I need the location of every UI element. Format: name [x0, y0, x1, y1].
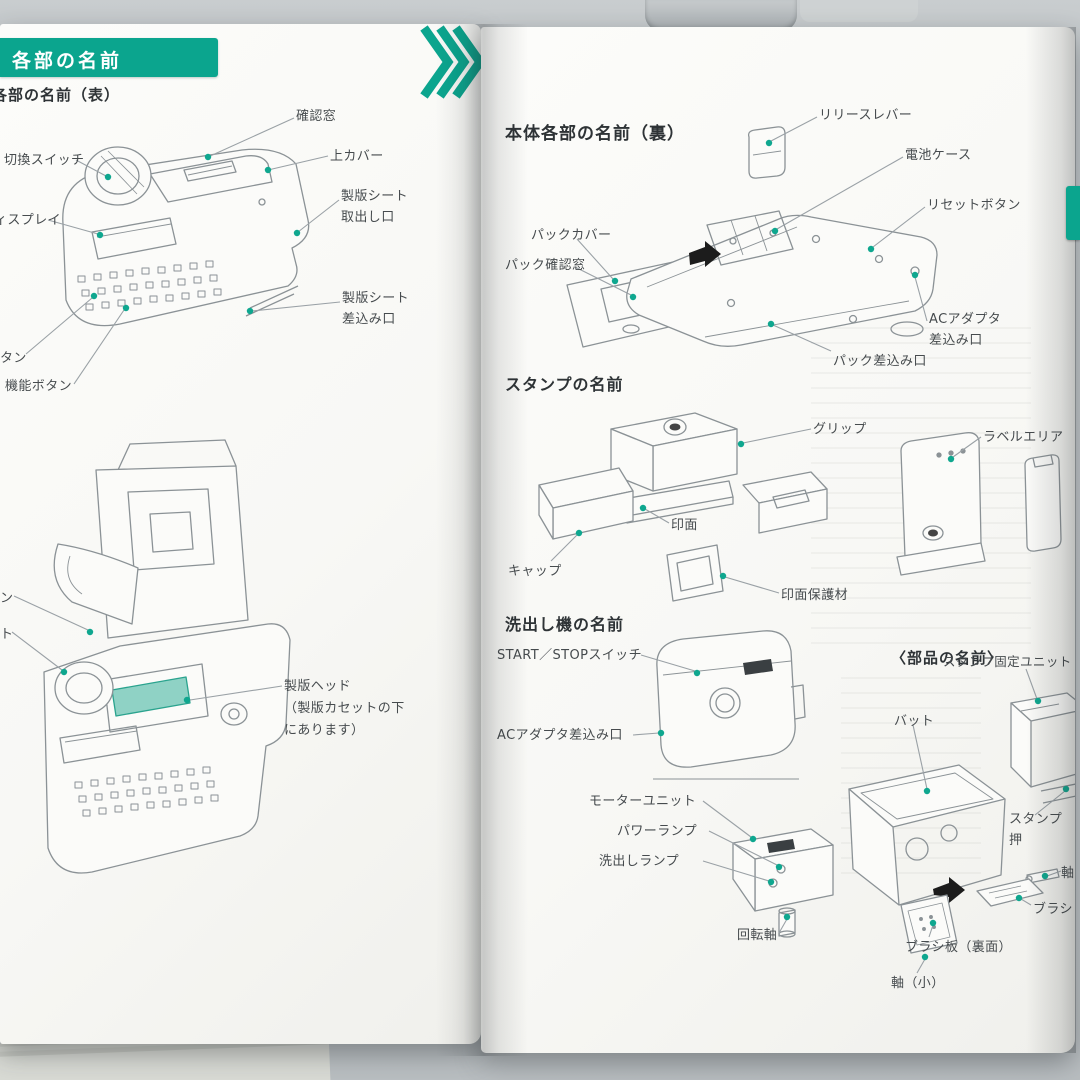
- parts-section-title: 〈部品の名前〉: [891, 649, 1004, 667]
- label-selector-switch: 切換スイッチ: [4, 153, 85, 168]
- section-banner: 各部の名前: [0, 38, 218, 77]
- label-confirm-window: 確認窓: [296, 109, 337, 124]
- label-stamp-press-partial: スタンプ押: [1009, 812, 1063, 848]
- label-label-area: ラベルエリア: [983, 430, 1064, 445]
- label-plate-head: 製版ヘッド （製版カセットの下 にあります）: [284, 679, 405, 738]
- left-page-illustrations: [11, 25, 481, 874]
- label-grip: グリップ: [813, 422, 867, 437]
- label-ac-adapter: ACアダプタ 差込み口: [929, 312, 1002, 348]
- label-stamp-fixing-unit: スタンプ固定ユニット: [943, 654, 1072, 669]
- front-device-illustration: [62, 146, 310, 327]
- label-shaft-small: 軸（小）: [891, 976, 945, 991]
- stamp-illustration: [538, 412, 1062, 602]
- label-top-cover: 上カバー: [330, 149, 384, 164]
- washer-illustration: [653, 630, 834, 938]
- label-face-protector: 印面保護材: [781, 588, 849, 603]
- label-start-stop-switch: START／STOPスイッチ: [497, 648, 642, 663]
- label-power-lamp: パワーランプ: [617, 824, 698, 839]
- right-page-illustrations: [538, 116, 1075, 974]
- chevron-arrows-icon: [420, 25, 481, 99]
- label-vat: バット: [894, 714, 935, 729]
- label-stamp-face: 印面: [671, 518, 698, 533]
- label-pack-cover: パックカバー: [531, 228, 612, 243]
- parts-illustration: [848, 692, 1075, 954]
- label-partial-n: ン: [0, 591, 14, 606]
- label-release-lever: リリースレバー: [819, 108, 913, 123]
- label-washout-lamp: 洗出しランプ: [599, 854, 680, 869]
- label-display: ィスプレイ: [0, 213, 62, 228]
- stamp-section-title: スタンプの名前: [505, 375, 624, 394]
- label-button-partial: タン: [0, 351, 27, 366]
- label-sheet-inlet: 製版シート 差込み口: [342, 291, 410, 327]
- device-back-illustration: [566, 126, 938, 348]
- green-index-tab: [1066, 186, 1080, 240]
- label-pack-window: パック確認窓: [505, 258, 586, 273]
- leader-dots: [575, 139, 1070, 961]
- background-object: [645, 0, 797, 31]
- label-sheet-outlet: 製版シート 取出し口: [341, 189, 409, 225]
- leader-lines: [550, 116, 1066, 974]
- label-brush-plate: ブラシ板（裏面）: [905, 940, 1012, 955]
- label-pack-slot: パック差込み口: [833, 354, 927, 369]
- label-reset-button: リセットボタン: [927, 198, 1021, 213]
- label-function-buttons: 機能ボタン: [5, 379, 73, 394]
- label-brush-partial: ブラシ: [1033, 902, 1073, 917]
- front-section-title: 各部の名前（表）: [0, 86, 121, 104]
- label-rotary-shaft: 回転軸: [737, 928, 778, 943]
- label-battery-case: 電池ケース: [905, 148, 972, 163]
- banner-title: 各部の名前: [12, 50, 123, 72]
- leader-dots: [60, 153, 301, 704]
- label-motor-unit: モーターユニット: [589, 794, 697, 809]
- back-section-title: 本体各部の名前（裏）: [505, 124, 685, 144]
- washer-section-title: 洗出し機の名前: [505, 615, 625, 634]
- label-shaft-partial: 軸: [1061, 866, 1075, 881]
- background-object-2: [800, 0, 918, 22]
- label-ac-adapter-jack: ACアダプタ差込み口: [497, 728, 623, 743]
- left-page: 各部の名前 各部の名前（表） 確認窓 上カバー 製版シート 取出し口 切換スイッ…: [0, 24, 481, 1044]
- right-page: 本体各部の名前（裏） リリースレバー 電池ケース リセットボタン パックカバー …: [481, 27, 1075, 1053]
- leader-lines: [11, 117, 341, 701]
- label-cap: キャップ: [508, 564, 562, 579]
- label-partial-to: ト: [0, 627, 14, 642]
- open-device-illustration: [43, 439, 291, 874]
